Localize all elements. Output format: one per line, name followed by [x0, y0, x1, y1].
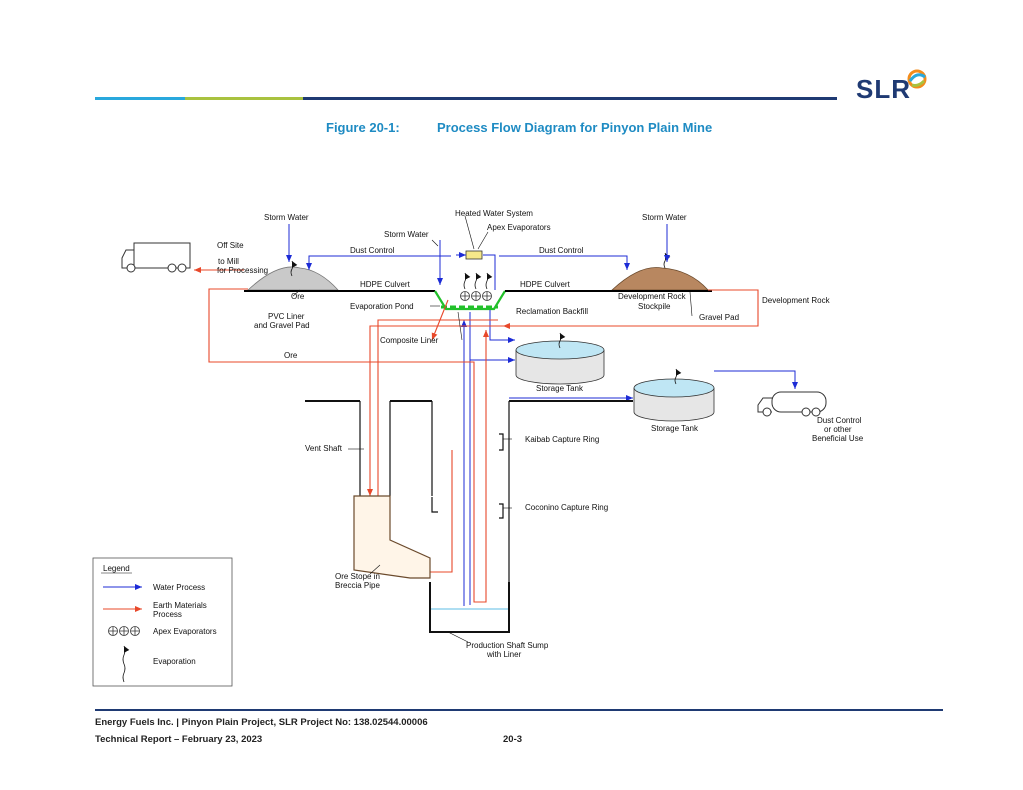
header-rule-navy	[303, 97, 837, 100]
label-storage-tank-1: Storage Tank	[536, 384, 584, 393]
label-vent-shaft: Vent Shaft	[305, 444, 343, 453]
label-sump-1: Production Shaft Sump	[466, 641, 549, 650]
label-apex-evaporators: Apex Evaporators	[487, 223, 551, 232]
label-off-site: Off Site	[217, 241, 244, 250]
label-dev-rock-stockpile-2: Stockpile	[638, 302, 671, 311]
label-evaporation-pond: Evaporation Pond	[350, 302, 414, 311]
heated-water-system-box	[465, 250, 483, 260]
label-storage-tank-2: Storage Tank	[651, 424, 699, 433]
label-coconino: Coconino Capture Ring	[525, 503, 608, 512]
page-number: 20-3	[503, 734, 523, 745]
label-ore-line: Ore	[284, 351, 298, 360]
legend-water-process: Water Process	[153, 583, 205, 592]
label-reclamation-backfill: Reclamation Backfill	[516, 307, 588, 316]
label-hdpe-culvert-left: HDPE Culvert	[360, 280, 411, 289]
apex-evaporators-icon	[460, 291, 492, 301]
label-ore-pile: Ore	[291, 292, 305, 301]
ore-pile	[246, 266, 339, 291]
label-pvc-liner-1: PVC Liner	[268, 312, 305, 321]
label-kaibab: Kaibab Capture Ring	[525, 435, 599, 444]
footer-rule	[95, 709, 943, 711]
evaporation-pond	[434, 290, 506, 311]
slr-logo: SLR	[856, 69, 927, 105]
label-storm-water-center: Storm Water	[384, 230, 429, 239]
label-ore-stope-1: Ore Stope in	[335, 572, 380, 581]
legend-evaporation-icon	[122, 645, 130, 683]
label-hdpe-culvert-right: HDPE Culvert	[520, 280, 571, 289]
water-truck-icon	[757, 391, 827, 417]
figure-number: Figure 20-1:	[326, 120, 400, 135]
label-gravel-pad: Gravel Pad	[699, 313, 739, 322]
label-heated-water: Heated Water System	[455, 209, 533, 218]
label-dust-control-left: Dust Control	[350, 246, 395, 255]
label-dust-control-use-3: Beneficial Use	[812, 434, 864, 443]
label-for-processing: for Processing	[217, 266, 268, 275]
shaft-structures	[305, 400, 633, 633]
label-dust-control-use-1: Dust Control	[817, 416, 862, 425]
label-dust-control-use-2: or other	[824, 425, 852, 434]
header-rule-cyan	[95, 97, 185, 100]
label-storm-water-right: Storm Water	[642, 213, 687, 222]
process-flow-diagram: Storm Water Storm Water Storm Water Heat…	[92, 209, 864, 687]
legend-title: Legend	[103, 564, 130, 573]
evaporation-plumes	[290, 252, 671, 290]
label-sump-2: with Liner	[486, 650, 522, 659]
legend-earth-2: Process	[153, 610, 182, 619]
label-development-rock: Development Rock	[762, 296, 831, 305]
storage-tank-2	[633, 378, 715, 422]
legend-earth-1: Earth Materials	[153, 601, 207, 610]
footer-report-date: Technical Report – February 23, 2023	[95, 734, 263, 745]
label-pvc-liner-2: and Gravel Pad	[254, 321, 310, 330]
label-ore-stope-2: Breccia Pipe	[335, 581, 380, 590]
header-rule-lime	[185, 97, 303, 100]
label-dust-control-right: Dust Control	[539, 246, 584, 255]
haul-truck-icon	[121, 242, 191, 273]
legend-apex-evaporators-icon	[108, 626, 140, 636]
logo-swirl-icon	[907, 69, 927, 89]
footer-project-line: Energy Fuels Inc. | Pinyon Plain Project…	[95, 717, 428, 728]
label-storm-water-left: Storm Water	[264, 213, 309, 222]
label-to-mill: to Mill	[218, 257, 239, 266]
label-composite-liner: Composite Liner	[380, 336, 439, 345]
production-shaft-sump	[429, 582, 510, 633]
development-rock-pile	[610, 267, 709, 291]
legend-evaporation: Evaporation	[153, 657, 196, 666]
legend: Legend Water Process Earth Materials Pro…	[92, 557, 233, 687]
legend-apex: Apex Evaporators	[153, 627, 217, 636]
label-dev-rock-stockpile-1: Development Rock	[618, 292, 687, 301]
figure-title: Process Flow Diagram for Pinyon Plain Mi…	[437, 120, 713, 135]
water-process-lines	[286, 224, 798, 606]
earth-materials-lines	[194, 267, 759, 603]
